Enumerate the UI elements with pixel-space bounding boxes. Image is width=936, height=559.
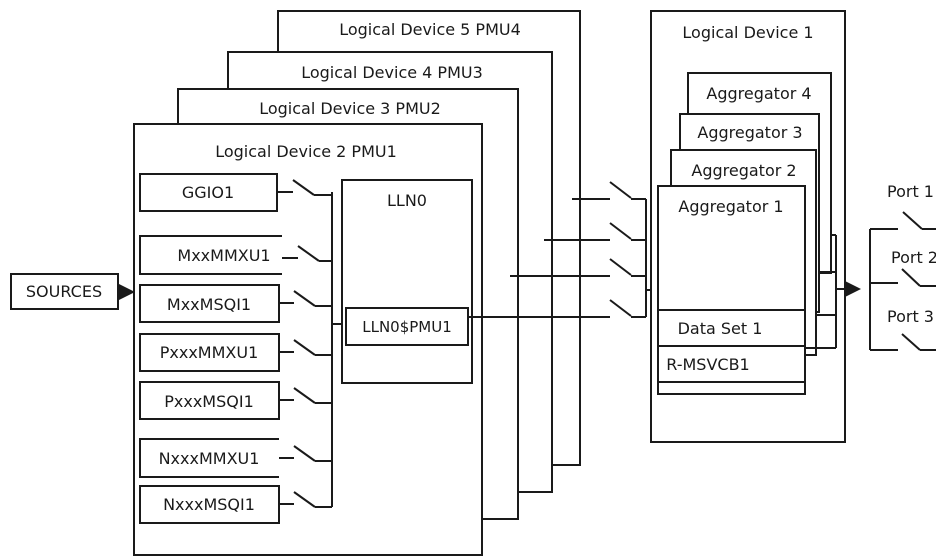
port-3: Port 3 bbox=[870, 307, 936, 351]
logical-device-4-label: Logical Device 4 PMU3 bbox=[301, 63, 483, 82]
pxxxmsqi1-label: PxxxMSQI1 bbox=[164, 392, 254, 411]
logical-device-1-label: Logical Device 1 bbox=[682, 23, 813, 42]
node-pxxxmmxu1: PxxxMMXU1 bbox=[139, 333, 280, 372]
mxxmsqi1-label: MxxMSQI1 bbox=[167, 295, 251, 314]
node-mxxmmxu1: MxxMMXU1 bbox=[139, 235, 282, 275]
aggregator-1-label: Aggregator 1 bbox=[678, 197, 783, 216]
logical-device-5-label: Logical Device 5 PMU4 bbox=[339, 20, 521, 39]
sources-box: SOURCES bbox=[10, 273, 119, 310]
node-switches bbox=[277, 179, 320, 508]
node-mxxmsqi1: MxxMSQI1 bbox=[139, 284, 280, 323]
lln0-pmu1-box: LLN0$PMU1 bbox=[345, 307, 469, 346]
aggregator-outputs bbox=[805, 234, 837, 349]
node-pxxxmsqi1: PxxxMSQI1 bbox=[139, 381, 280, 420]
msvcb-label: R-MSVCB1 bbox=[666, 355, 749, 374]
aggregator-3-label: Aggregator 3 bbox=[697, 123, 802, 142]
port-3-label: Port 3 bbox=[887, 307, 934, 326]
node-nxxxmsqi1: NxxxMSQI1 bbox=[139, 485, 280, 524]
lln0-box: LLN0 bbox=[341, 179, 473, 384]
lln0-label: LLN0 bbox=[387, 191, 427, 210]
node-bus-taps bbox=[314, 194, 332, 508]
logical-device-2-label: Logical Device 2 PMU1 bbox=[215, 142, 397, 161]
port-1-label: Port 1 bbox=[887, 182, 934, 201]
port-2-label: Port 2 bbox=[891, 248, 936, 267]
data-set-label: Data Set 1 bbox=[678, 319, 763, 338]
data-set-box: Data Set 1 bbox=[657, 309, 806, 347]
lln0-pmu1-label: LLN0$PMU1 bbox=[362, 318, 452, 336]
aggregator-2-label: Aggregator 2 bbox=[691, 161, 796, 180]
pxxxmmxu1-label: PxxxMMXU1 bbox=[160, 343, 259, 362]
device-switches bbox=[609, 181, 658, 318]
port-2: Port 2 bbox=[870, 248, 936, 287]
node-nxxxmmxu1: NxxxMMXU1 bbox=[139, 438, 279, 478]
nxxxmmxu1-label: NxxxMMXU1 bbox=[159, 449, 260, 468]
msvcb-box: R-MSVCB1 bbox=[657, 345, 806, 383]
ggio1-label: GGIO1 bbox=[182, 183, 234, 202]
port-1: Port 1 bbox=[870, 182, 936, 230]
logical-device-3-label: Logical Device 3 PMU2 bbox=[259, 99, 441, 118]
mxxmmxu1-label: MxxMMXU1 bbox=[177, 246, 270, 265]
node-ggio1: GGIO1 bbox=[139, 173, 278, 212]
device-outputs bbox=[468, 198, 610, 318]
nxxxmsqi1-label: NxxxMSQI1 bbox=[163, 495, 255, 514]
aggregator-4-label: Aggregator 4 bbox=[706, 84, 811, 103]
sources-label: SOURCES bbox=[26, 282, 102, 301]
